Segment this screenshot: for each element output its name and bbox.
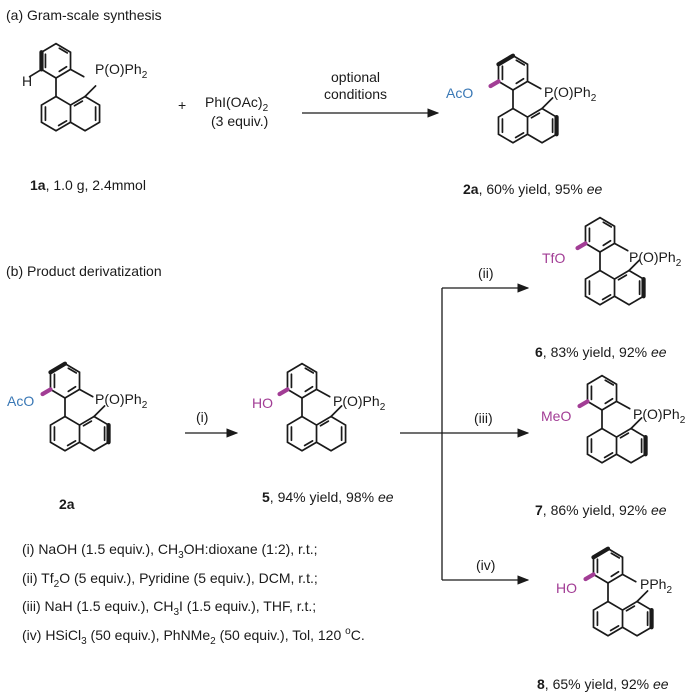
product-7-label: 7, 86% yield, 92% ee	[535, 502, 667, 518]
start-substituent: P(O)Ph2	[95, 391, 148, 411]
structure-2a-start	[40, 361, 111, 452]
arrow-ii-label: (ii)	[478, 265, 494, 281]
arrow-iii-label: (iii)	[474, 410, 493, 426]
hydrogen-label: H	[22, 73, 32, 89]
product-2a-label: 2a, 60% yield, 95% ee	[463, 181, 603, 197]
structure-8	[583, 546, 654, 637]
structure-6	[575, 216, 646, 306]
structure-1a	[28, 42, 101, 132]
arrow-iv-label: (iv)	[476, 557, 495, 573]
hydroxy-group-8: HO	[556, 580, 577, 596]
reagent-formula: PhI(OAc)2	[205, 94, 269, 114]
start-acetoxy-group: AcO	[7, 393, 34, 409]
product-6-substituent: P(O)Ph2	[629, 249, 682, 269]
product-8-label: 8, 65% yield, 92% ee	[537, 676, 669, 692]
arrow-a-top-text: optional	[331, 69, 380, 85]
condition-i: (i) NaOH (1.5 equiv.), CH3OH:dioxane (1:…	[22, 541, 318, 561]
structure-5	[277, 362, 347, 452]
intermediate-substituent: P(O)Ph2	[333, 393, 386, 413]
reactant-label: 1a, 1.0 g, 2.4mmol	[30, 177, 146, 193]
arrow-i-label: (i)	[196, 409, 208, 425]
section-a-title: (a) Gram-scale synthesis	[6, 7, 162, 23]
structure-2a	[488, 53, 559, 144]
hydroxy-group-5: HO	[252, 395, 273, 411]
plus-sign: +	[178, 97, 186, 113]
reactant-substituent: P(O)Ph2	[95, 61, 148, 81]
condition-iv: (iv) HSiCl3 (50 equiv.), PhNMe2 (50 equi…	[22, 626, 365, 647]
product-2a-substituent: P(O)Ph2	[544, 84, 597, 104]
structure-7	[577, 374, 648, 464]
product-8-substituent: PPh2	[640, 576, 672, 596]
product-6-label: 6, 83% yield, 92% ee	[535, 344, 667, 360]
acetoxy-group: AcO	[446, 85, 473, 101]
start-label: 2a	[59, 496, 75, 512]
triflate-group: TfO	[542, 250, 565, 266]
arrow-a-bottom-text: conditions	[324, 86, 387, 102]
condition-ii: (ii) Tf2O (5 equiv.), Pyridine (5 equiv.…	[22, 570, 318, 590]
intermediate-label: 5, 94% yield, 98% ee	[262, 489, 394, 505]
section-b-title: (b) Product derivatization	[6, 263, 162, 279]
methoxy-group: MeO	[541, 408, 571, 424]
reagent-equiv: (3 equiv.)	[211, 113, 268, 129]
condition-iii: (iii) NaH (1.5 equiv.), CH3I (1.5 equiv.…	[22, 598, 316, 618]
product-7-substituent: P(O)Ph2	[633, 406, 686, 426]
